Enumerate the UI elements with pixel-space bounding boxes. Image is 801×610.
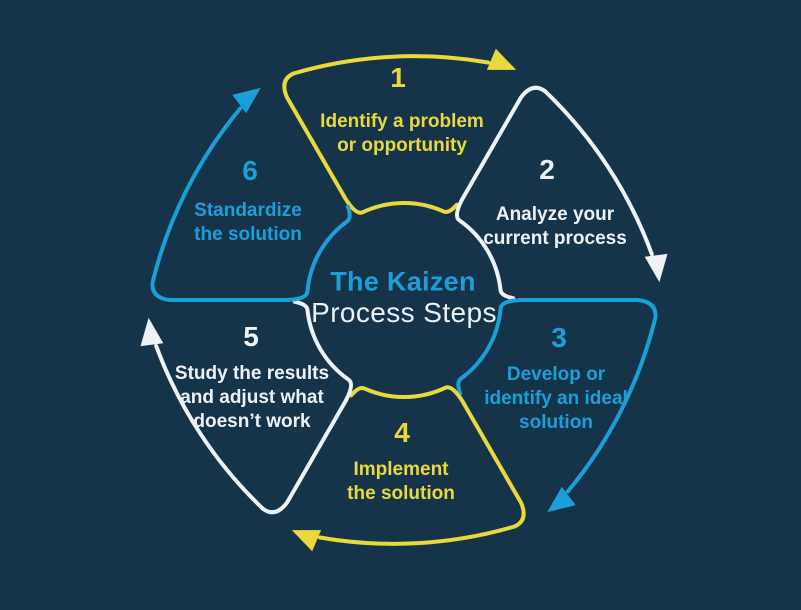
step-5-segment-outline	[154, 299, 353, 515]
step-6-number: 6	[242, 155, 258, 186]
step-6-label: Standardize the solution	[194, 200, 302, 245]
step-1-number: 1	[390, 62, 406, 93]
step-3-number: 3	[551, 322, 567, 353]
step-5-label: Study the results and adjust what doesn’…	[174, 363, 330, 432]
step-6-arrow-icon	[232, 87, 261, 114]
step-2-label: Analyze your current process	[483, 204, 627, 249]
step-1-arrow-icon	[486, 48, 517, 70]
center-title-line1: The Kaizen	[330, 266, 476, 297]
step-5-arrow-icon	[140, 317, 164, 347]
step-2-number: 2	[539, 154, 555, 185]
step-2-arrow-icon	[644, 253, 668, 283]
step-4-arrow-icon	[291, 530, 322, 552]
step-1-segment-outline	[282, 54, 491, 215]
step-3-arrow-icon	[547, 486, 576, 513]
step-4-label: Implement the solution	[347, 459, 455, 504]
step-1-label: Identify a problem or opportunity	[320, 111, 484, 156]
step-2-segment-outline	[455, 85, 654, 301]
step-3-label: Develop or identify an ideal solution	[484, 364, 628, 433]
step-5-number: 5	[243, 321, 259, 352]
step-3-segment-outline	[456, 298, 658, 494]
step-6-segment-outline	[150, 106, 352, 302]
center-title-line2: Process Steps	[311, 297, 497, 328]
step-4-segment-outline	[317, 385, 526, 546]
step-4-number: 4	[394, 417, 410, 448]
